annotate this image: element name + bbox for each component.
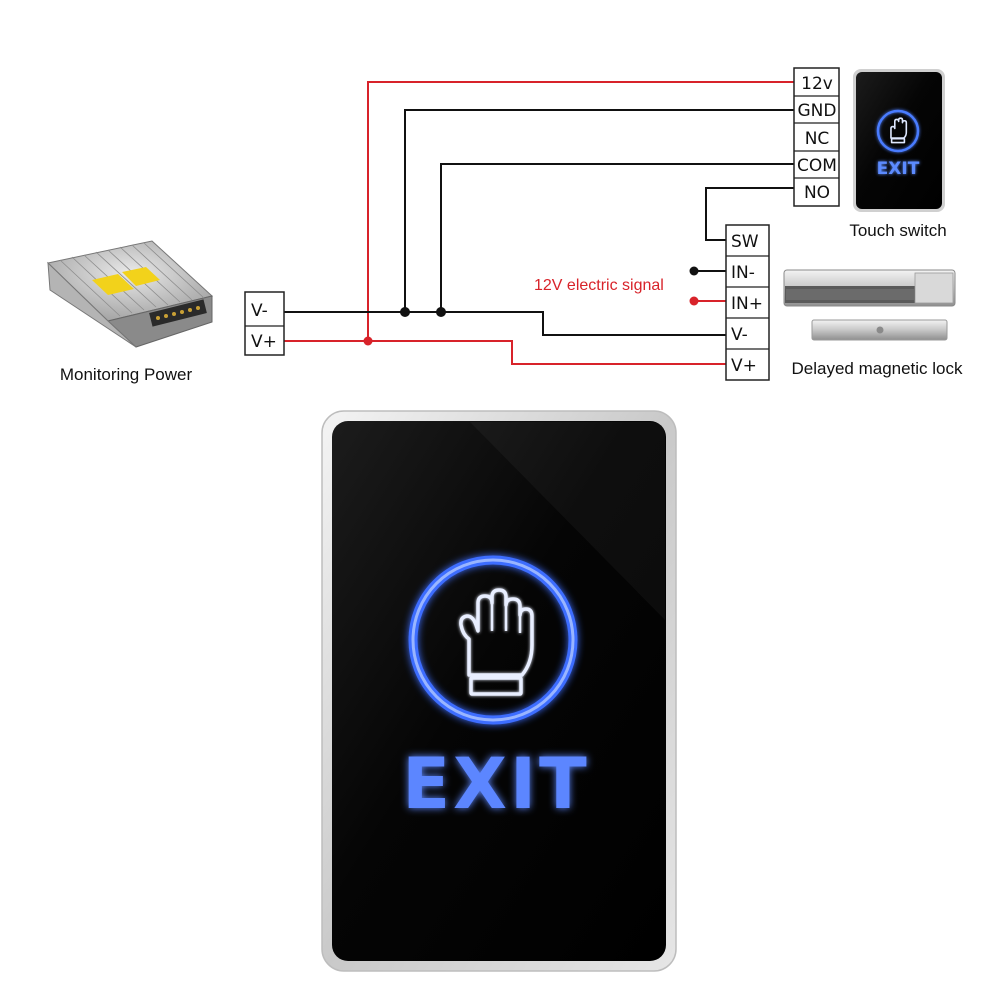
power-terminal-label: V-: [251, 301, 268, 321]
wire-vminus: [284, 311, 726, 336]
lock-terminal-block: SW IN- IN+ V- V+: [725, 224, 770, 381]
wire-com: [440, 163, 794, 312]
exit-text: EXIT: [402, 743, 590, 825]
switch-terminal-label: COM: [797, 156, 837, 176]
lock-terminal-label: V-: [731, 325, 748, 345]
wire-vplus: [284, 340, 726, 365]
power-supply-icon: [46, 240, 214, 348]
lock-terminal-label: IN+: [731, 294, 763, 314]
wire-no-sw: [705, 187, 794, 241]
touch-switch-label: Touch switch: [849, 221, 946, 240]
lock-label: Delayed magnetic lock: [791, 359, 963, 378]
signal-label: 12V electric signal: [534, 277, 664, 294]
touch-switch-exit-text: EXIT: [877, 159, 920, 179]
lock-terminal-label: V+: [731, 356, 757, 376]
switch-terminal-label: NO: [804, 183, 830, 203]
large-exit-button: EXIT: [321, 410, 677, 972]
touch-switch-icon: EXIT: [853, 69, 945, 212]
wire-gnd: [404, 109, 794, 312]
junction-dot: [689, 266, 699, 276]
junction-dot: [400, 307, 410, 317]
junction-dot: [363, 336, 373, 346]
switch-terminal-label: NC: [805, 129, 830, 149]
junction-dot: [436, 307, 446, 317]
switch-terminal-label: 12v: [801, 74, 833, 94]
lock-terminal-label: IN-: [731, 263, 755, 283]
hand-icon: [459, 588, 534, 696]
junction-dot: [689, 296, 699, 306]
power-terminal-block: V- V+: [244, 291, 285, 356]
magnetic-lock-icon: [783, 269, 956, 341]
wire-12v: [367, 81, 794, 341]
lock-terminal-label: SW: [731, 232, 759, 252]
wires: [284, 81, 794, 365]
switch-terminal-label: GND: [798, 101, 837, 121]
power-supply-label: Monitoring Power: [60, 365, 193, 384]
touch-switch-terminal-block: 12v GND NC COM NO: [793, 67, 840, 207]
power-terminal-label: V+: [251, 332, 277, 352]
